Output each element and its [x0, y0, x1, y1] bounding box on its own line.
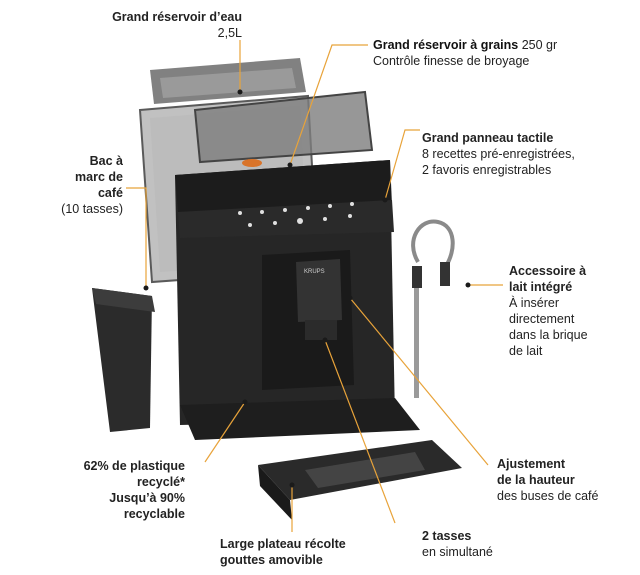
callout-grounds-bin: Bac à marc de café (10 tasses)	[20, 153, 123, 217]
touch-panel-title: Grand panneau tactile	[422, 131, 554, 145]
milk-accessory-d2: directement	[509, 312, 575, 326]
grounds-bin-line2: marc de	[75, 170, 123, 184]
bean-hopper-lid	[193, 90, 374, 167]
machine-body	[175, 160, 420, 440]
callout-two-cups: 2 tasses en simultané	[422, 528, 532, 560]
height-adjust-line2: de la hauteur	[497, 473, 575, 487]
milk-accessory-d3: dans la brique	[509, 328, 588, 342]
callout-touch-panel: Grand panneau tactile 8 recettes pré-enr…	[422, 130, 632, 178]
water-tank-detail: 2,5L	[217, 26, 242, 40]
callout-milk-accessory: Accessoire à lait intégré À insérer dire…	[509, 263, 634, 359]
two-cups-title: 2 tasses	[422, 529, 472, 543]
bean-hopper-detail: Contrôle finesse de broyage	[373, 54, 530, 68]
grounds-bin-detail: (10 tasses)	[61, 202, 123, 216]
drip-tray-line1: Large plateau récolte	[220, 537, 346, 551]
touch-panel-line1: 8 recettes pré-enregistrées,	[422, 147, 575, 161]
grounds-bin-line1: Bac à	[89, 154, 123, 168]
callout-water-tank: Grand réservoir d’eau 2,5L	[40, 9, 242, 41]
drip-tray-line2: gouttes amovible	[220, 553, 323, 567]
grounds-bin-line3: café	[97, 186, 123, 200]
bean-hopper-title: Grand réservoir à grains	[373, 38, 519, 52]
recycled-line3: Jusqu’à 90%	[109, 491, 185, 505]
milk-accessory-line1: Accessoire à	[509, 264, 587, 278]
recycled-line1: 62% de plastique	[83, 459, 185, 473]
callout-recycled: 62% de plastique recyclé* Jusqu’à 90% re…	[40, 458, 185, 522]
water-tank-title: Grand réservoir d’eau	[112, 10, 242, 24]
height-adjust-detail: des buses de café	[497, 489, 599, 503]
callout-drip-tray: Large plateau récolte gouttes amovible	[220, 536, 395, 568]
drip-tray-illustration	[258, 440, 462, 520]
recycled-line4: recyclable	[123, 507, 185, 521]
callout-height-adjust: Ajustement de la hauteur des buses de ca…	[497, 456, 637, 504]
touch-panel-line2: 2 favoris enregistrables	[422, 163, 552, 177]
callout-bean-hopper: Grand réservoir à grains 250 gr Contrôle…	[373, 37, 635, 69]
two-cups-detail: en simultané	[422, 545, 493, 559]
height-adjust-line1: Ajustement	[497, 457, 566, 471]
leader-lines	[126, 40, 503, 532]
milk-accessory	[411, 219, 455, 398]
milk-accessory-d1: À insérer	[509, 296, 560, 310]
recycled-line2: recyclé*	[137, 475, 185, 489]
bean-hopper-capacity: 250 gr	[521, 38, 558, 52]
brand-logo: KRUPS	[304, 269, 325, 275]
milk-accessory-line2: lait intégré	[509, 280, 573, 294]
milk-accessory-d4: de lait	[509, 344, 543, 358]
grounds-bin	[92, 288, 155, 432]
